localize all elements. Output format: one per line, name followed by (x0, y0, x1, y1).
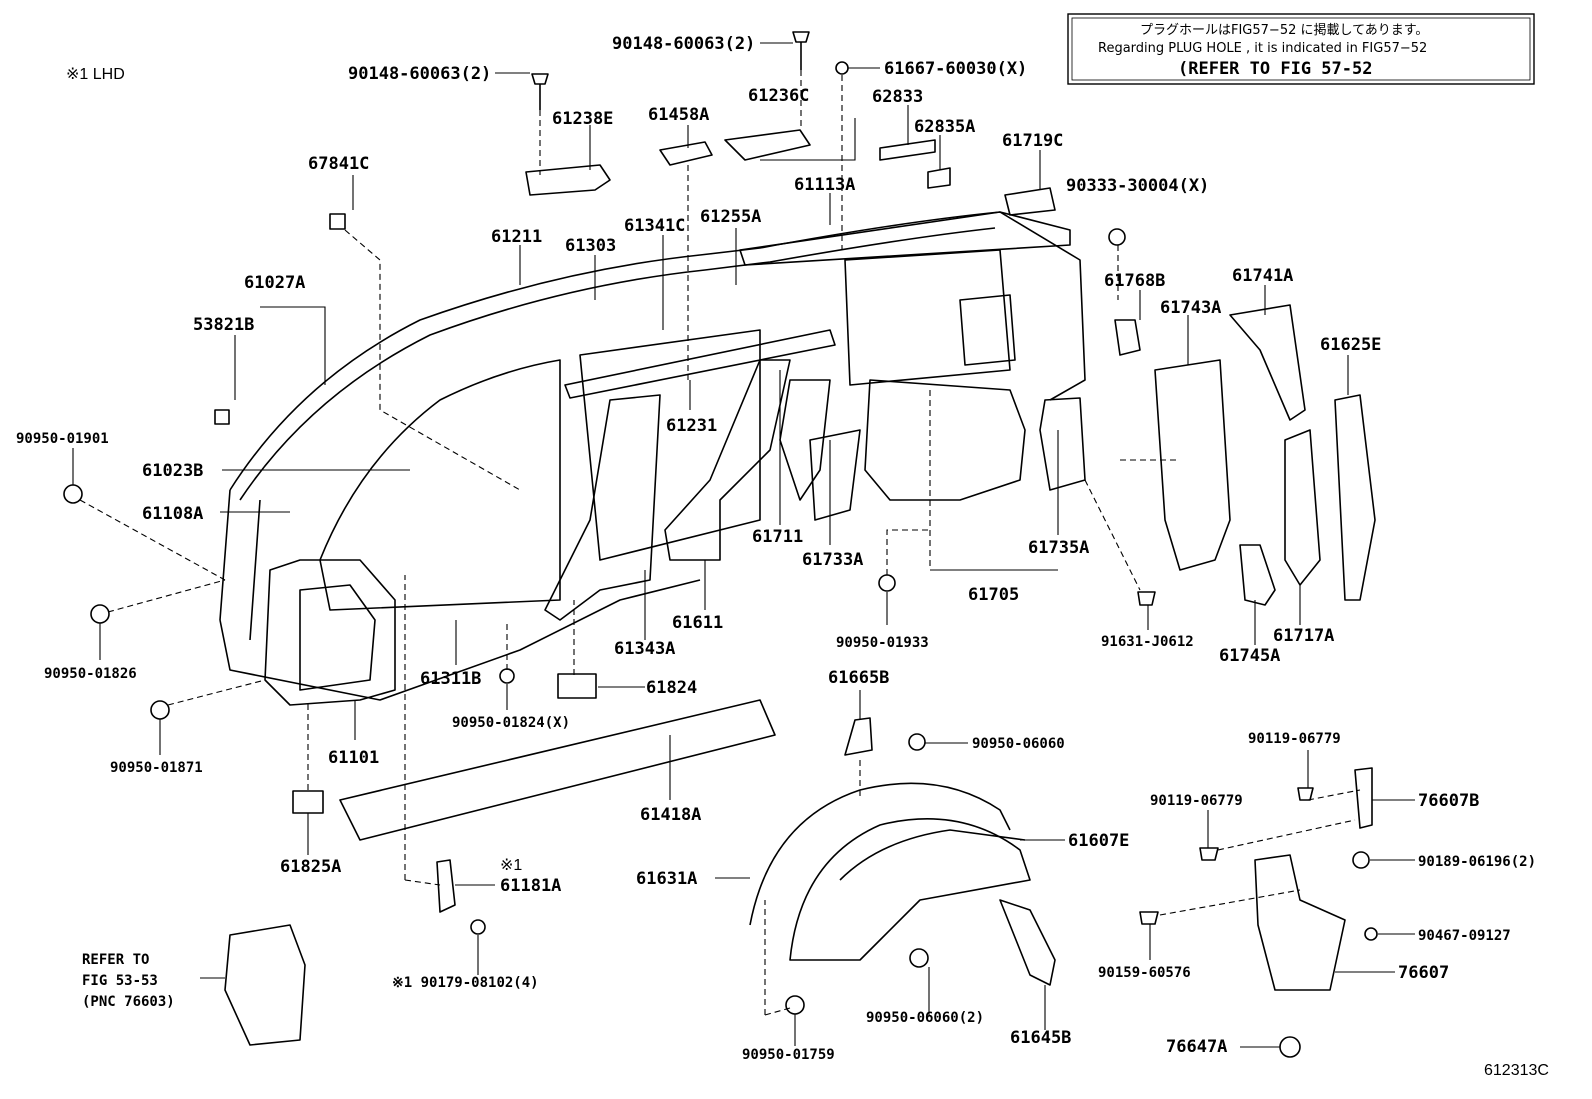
label-76647A: 76647A (1166, 1037, 1227, 1057)
label-61625E: 61625E (1320, 335, 1381, 355)
label-61825A: 61825A (280, 857, 341, 877)
label-note-ref1: ※1 (500, 857, 522, 874)
label-61027A: 61027A (244, 273, 305, 293)
label-61733A: 61733A (802, 550, 863, 570)
label-90189-06196: 90189-06196(2) (1418, 854, 1536, 870)
plug-hole-note-box: プラグホールはFIG57−52 に掲載してあります。 Regarding PLU… (1067, 13, 1535, 85)
refer-fig-line1: REFER TO (82, 952, 149, 968)
label-61023B: 61023B (142, 461, 203, 481)
label-90950-01826: 90950-01826 (44, 666, 137, 682)
body-side-panel-drawing (219, 211, 1086, 706)
label-61236C: 61236C (748, 86, 809, 106)
label-61645B: 61645B (1010, 1028, 1071, 1048)
plug-note-refer: (REFER TO FIG 57-52 (1178, 59, 1372, 79)
label-61631A: 61631A (636, 869, 697, 889)
label-90950-01871: 90950-01871 (110, 760, 203, 776)
label-61311B: 61311B (420, 669, 481, 689)
label-91631-J0612: 91631-J0612 (1101, 634, 1194, 650)
label-61211: 61211 (491, 227, 542, 247)
label-61181A: 61181A (500, 876, 561, 896)
label-90119-06779-a: 90119-06779 (1248, 731, 1341, 747)
label-61717A: 61717A (1273, 626, 1334, 646)
refer-fig-line2: FIG 53-53 (82, 973, 158, 989)
label-61101: 61101 (328, 748, 379, 768)
label-62833: 62833 (872, 87, 923, 107)
label-61607E: 61607E (1068, 831, 1129, 851)
label-61108A: 61108A (142, 504, 203, 524)
wheelhouse-drawing (749, 782, 1056, 986)
rocker-panel-drawing (339, 699, 776, 841)
leader-lines (72, 42, 1415, 1048)
label-90950-01933: 90950-01933 (836, 635, 929, 651)
small-parts-drawing (63, 31, 1378, 1058)
label-61303: 61303 (565, 236, 616, 256)
label-61341C: 61341C (624, 216, 685, 236)
label-90148-60063-top: 90148-60063(2) (612, 34, 755, 54)
part-labels: 90148-60063(2) 90148-60063(2) 61667-6003… (16, 34, 1549, 1079)
label-61231: 61231 (666, 416, 717, 436)
label-67841C: 67841C (308, 154, 369, 174)
mudguard-right-drawing (1254, 854, 1346, 991)
figure-id: 612313C (1484, 1062, 1549, 1079)
rear-panels-drawing (1039, 304, 1376, 606)
label-61711: 61711 (752, 527, 803, 547)
label-53821B: 53821B (193, 315, 254, 335)
label-61458A: 61458A (648, 105, 709, 125)
refer-fig-line3: (PNC 76603) (82, 994, 175, 1010)
label-61735A: 61735A (1028, 538, 1089, 558)
label-90950-01901: 90950-01901 (16, 431, 109, 447)
label-61719C: 61719C (1002, 131, 1063, 151)
label-61768B: 61768B (1104, 271, 1165, 291)
label-62835A: 62835A (914, 117, 975, 137)
dashed-lines (79, 70, 1361, 1016)
plug-note-jp: プラグホールはFIG57−52 に掲載してあります。 (1140, 22, 1428, 38)
label-90950-06060-2: 90950-06060(2) (866, 1010, 984, 1026)
label-76607: 76607 (1398, 963, 1449, 983)
mudguard-left-drawing (224, 924, 306, 1046)
label-90950-01759: 90950-01759 (742, 1047, 835, 1063)
label-90148-60063-left: 90148-60063(2) (348, 64, 491, 84)
label-61743A: 61743A (1160, 298, 1221, 318)
label-61113A: 61113A (794, 175, 855, 195)
label-61665B: 61665B (828, 668, 889, 688)
label-90950-06060: 90950-06060 (972, 736, 1065, 752)
label-61705: 61705 (968, 585, 1019, 605)
label-61741A: 61741A (1232, 266, 1293, 286)
label-90119-06779-b: 90119-06779 (1150, 793, 1243, 809)
label-61824: 61824 (646, 678, 697, 698)
label-61343A: 61343A (614, 639, 675, 659)
plug-note-en: Regarding PLUG HOLE , it is indicated in… (1098, 41, 1427, 56)
label-76607B: 76607B (1418, 791, 1479, 811)
label-90333-30004: 90333-30004(X) (1066, 176, 1209, 196)
lhd-note: ※1 LHD (66, 66, 125, 83)
label-61745A: 61745A (1219, 646, 1280, 666)
label-61611: 61611 (672, 613, 723, 633)
label-61255A: 61255A (700, 207, 761, 227)
label-61418A: 61418A (640, 805, 701, 825)
label-90467-09127: 90467-09127 (1418, 928, 1511, 944)
label-61238E: 61238E (552, 109, 613, 129)
label-90179-08102: ※1 90179-08102(4) (392, 975, 539, 991)
label-61667-60030: 61667-60030(X) (884, 59, 1027, 79)
label-90159-60576: 90159-60576 (1098, 965, 1191, 981)
label-90950-01824: 90950-01824(X) (452, 715, 570, 731)
